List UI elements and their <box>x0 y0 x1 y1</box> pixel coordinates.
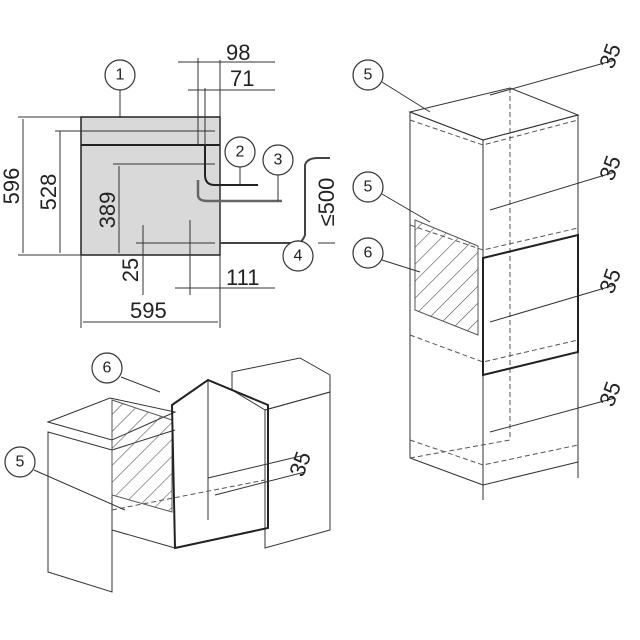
callout-3: 3 <box>274 152 283 169</box>
dim-71: 71 <box>230 66 254 91</box>
oven-niche <box>170 378 269 550</box>
oven-niche <box>482 233 579 377</box>
dim-389: 389 <box>95 192 120 229</box>
hatched-side-panel <box>414 219 479 336</box>
callout-6: 6 <box>364 245 373 262</box>
dim-max-500: ≤500 <box>314 178 339 227</box>
callout-6: 6 <box>103 360 112 377</box>
dim-595: 595 <box>130 298 167 323</box>
worktop-left <box>46 397 177 441</box>
front-view: 98 71 596 528 389 25 111 595 ≤500 1 2 3 … <box>0 40 339 328</box>
pipe-3 <box>196 180 282 203</box>
callout-2: 2 <box>236 144 245 161</box>
dim-35: 35 <box>594 378 626 410</box>
callout-1: 1 <box>116 67 125 84</box>
dim-528: 528 <box>36 174 61 211</box>
dim-35: 35 <box>594 40 626 72</box>
tall-cabinet: 35 35 35 35 5 5 6 <box>352 40 626 500</box>
callout-5: 5 <box>364 67 373 84</box>
callout-5: 5 <box>364 179 373 196</box>
worktop-right <box>231 357 331 411</box>
dim-35: 35 <box>594 265 626 297</box>
pipe-2 <box>204 145 258 186</box>
base-cabinet: 35 6 5 <box>4 352 331 593</box>
callout-5: 5 <box>16 454 25 471</box>
dim-596: 596 <box>0 168 24 205</box>
callout-4: 4 <box>294 248 303 265</box>
hatched-side-panel <box>111 399 173 513</box>
dim-111: 111 <box>226 265 259 290</box>
dim-25: 25 <box>118 258 143 282</box>
dim-35: 35 <box>594 152 626 184</box>
dim-35: 35 <box>284 448 316 480</box>
dim-98: 98 <box>226 40 250 65</box>
